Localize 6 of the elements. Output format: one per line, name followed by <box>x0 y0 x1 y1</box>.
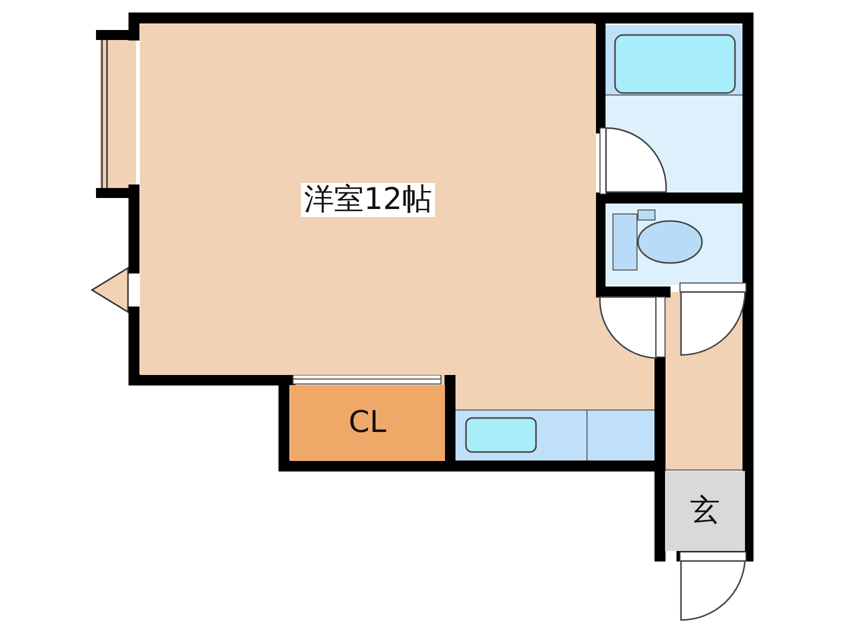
entrance <box>665 471 745 551</box>
room-label: 洋室12帖 <box>300 182 436 216</box>
room-label: 玄 <box>690 496 720 526</box>
room <box>140 24 596 375</box>
closet <box>290 385 445 461</box>
room-label: CL <box>348 408 386 438</box>
